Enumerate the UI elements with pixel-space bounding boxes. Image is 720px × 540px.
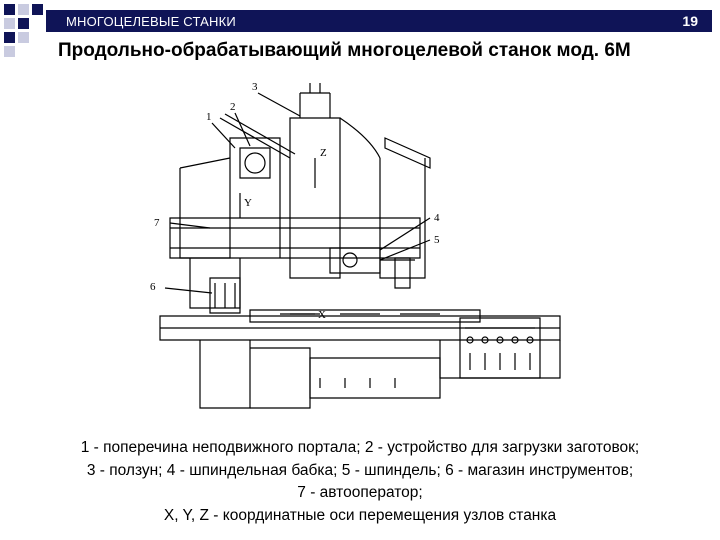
figure-label-2: 2 xyxy=(230,101,236,113)
axis-label-z: Z xyxy=(320,147,327,159)
corner-squares-decoration xyxy=(4,4,43,57)
axis-label-x: X xyxy=(318,309,326,321)
figure-label-5: 5 xyxy=(434,234,440,246)
machine-drawing: 1 2 3 4 5 6 7 Z Y X xyxy=(150,81,561,409)
figure-label-4: 4 xyxy=(434,212,440,224)
page-number: 19 xyxy=(682,13,698,29)
figure-label-6: 6 xyxy=(150,281,156,293)
figure-label-3: 3 xyxy=(252,81,258,93)
header-bar: МНОГОЦЕЛЕВЫЕ СТАНКИ 19 xyxy=(46,10,712,32)
figure-label-7: 7 xyxy=(154,217,160,229)
caption-line: 7 - автооператор; xyxy=(297,484,423,501)
caption-line: X, Y, Z - координатные оси перемещения у… xyxy=(163,506,557,524)
caption-line: 1 - поперечина неподвижного портала; 2 -… xyxy=(80,439,640,456)
section-title: МНОГОЦЕЛЕВЫЕ СТАНКИ xyxy=(66,14,236,29)
axis-label-y: Y xyxy=(244,197,252,209)
figure-label-1: 1 xyxy=(206,111,212,123)
slide-title: Продольно-обрабатывающий многоцелевой ст… xyxy=(58,40,631,61)
caption-line: 3 - ползун; 4 - шпиндельная бабка; 5 - ш… xyxy=(86,461,634,479)
figure-caption: 1 - поперечина неподвижного портала; 2 -… xyxy=(0,437,720,527)
